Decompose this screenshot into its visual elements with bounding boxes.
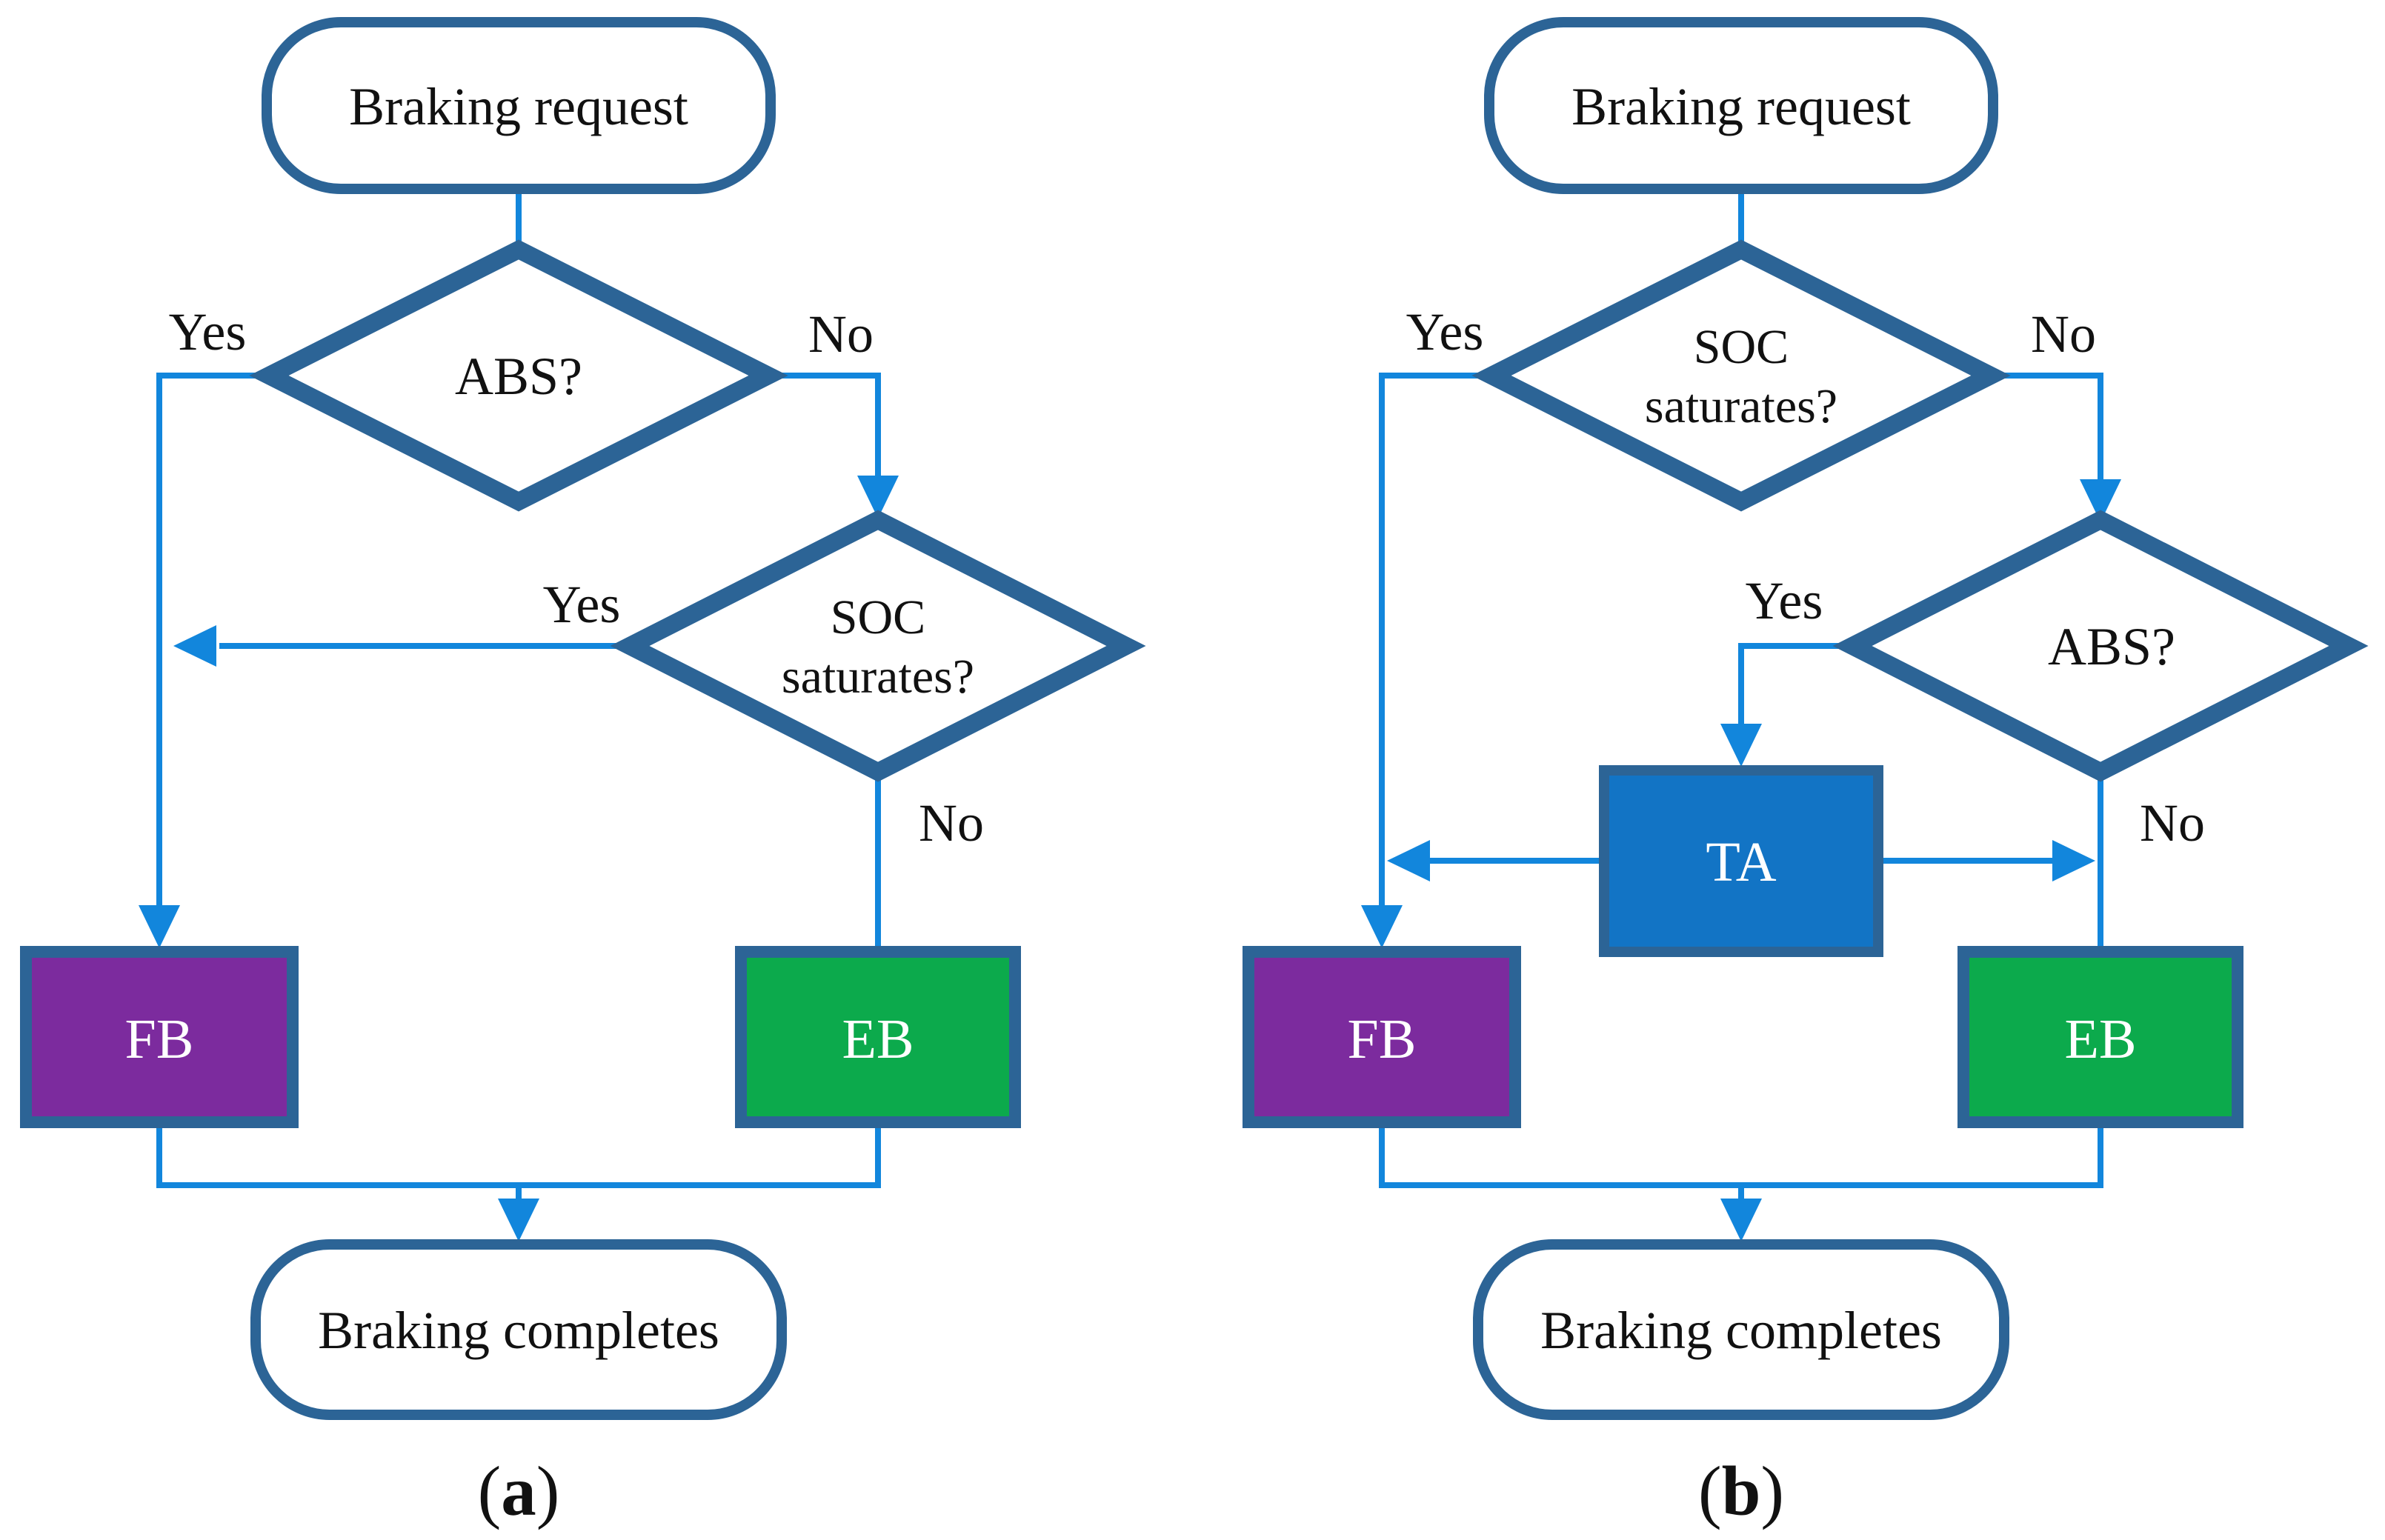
soc-yes-label-b: Yes <box>1406 302 1484 361</box>
abs-no-label-b: No <box>2140 793 2205 853</box>
end-terminator-a <box>250 1239 787 1420</box>
start-label-b: Braking request <box>1571 77 1911 136</box>
soc-no-label-a: No <box>919 793 984 853</box>
soc-no-label-b: No <box>2031 304 2096 364</box>
abs-yes-label-b: Yes <box>1746 571 1823 630</box>
arrowhead-into-fb-b <box>1361 905 1403 948</box>
end-label-b: Braking completes <box>1540 1301 1942 1360</box>
soc-decision-b <box>1471 239 2011 512</box>
ta-label-b: TA <box>1706 831 1776 893</box>
abs-yes-label-a: Yes <box>169 302 247 361</box>
soc-decision-label-line2-a: saturates? <box>782 650 974 704</box>
caption-b: (b) <box>1698 1452 1784 1530</box>
eb-process-b <box>1957 946 2243 1128</box>
caption-open-b: ( <box>1698 1452 1722 1530</box>
soc-decision-label-line2-b: saturates? <box>1645 379 1837 433</box>
soc-decision-a <box>610 510 1146 782</box>
abs-decision-label-a: ABS? <box>455 347 582 406</box>
arrowhead-soc-yes-a <box>173 625 216 667</box>
caption-close-b: ) <box>1760 1452 1784 1530</box>
arrowhead-into-end-a <box>498 1199 539 1241</box>
edge-soc-no-b <box>1991 373 2103 482</box>
arrowhead-ta-right-b <box>2052 840 2095 881</box>
eb-process-a <box>735 946 1021 1128</box>
fb-process-a <box>20 946 299 1128</box>
caption-close-a: ) <box>536 1452 560 1530</box>
eb-label-a: EB <box>842 1008 914 1070</box>
fb-label-b: FB <box>1348 1008 1417 1070</box>
caption-letter-b: b <box>1722 1452 1761 1530</box>
abs-decision-a <box>249 239 788 512</box>
edge-collector-a <box>156 1122 881 1188</box>
abs-decision-b <box>1832 510 2369 782</box>
arrowhead-ta-left-b <box>1387 840 1430 881</box>
start-label-a: Braking request <box>349 77 688 136</box>
arrowhead-into-fb-a <box>139 905 180 948</box>
start-terminator-b <box>1484 17 1998 194</box>
arrowhead-into-ta-b <box>1720 724 1762 767</box>
end-terminator-b <box>1473 1239 2009 1420</box>
caption-open-a: ( <box>478 1452 502 1530</box>
arrowhead-into-end-b <box>1720 1199 1762 1241</box>
edge-collector-b <box>1379 1122 2103 1188</box>
flowchart-b: Braking request SOC saturates? ABS? TA F… <box>1243 17 2369 1530</box>
abs-decision-label-b: ABS? <box>2048 617 2175 676</box>
edge-abs-no-a <box>768 373 881 479</box>
fb-process-b <box>1243 946 1521 1128</box>
flowchart-a: Braking request ABS? SOC saturates? FB E… <box>20 17 1146 1530</box>
end-label-a: Braking completes <box>318 1301 719 1360</box>
arrowhead-into-abs-b <box>2080 479 2121 522</box>
edge-soc-yes-b <box>1379 373 1491 908</box>
edge-abs-yes-b <box>1738 643 1852 727</box>
caption-letter-a: a <box>501 1452 536 1530</box>
ta-process-b <box>1599 765 1883 957</box>
abs-no-label-a: No <box>808 304 874 364</box>
caption-a: (a) <box>478 1452 560 1530</box>
fb-label-a: FB <box>125 1008 194 1070</box>
soc-decision-label-line1-b: SOC <box>1694 320 1789 374</box>
soc-yes-label-a: Yes <box>543 575 621 634</box>
arrowhead-into-soc-a <box>857 476 899 519</box>
soc-decision-label-line1-a: SOC <box>831 590 925 644</box>
start-terminator-a <box>262 17 776 194</box>
eb-label-b: EB <box>2064 1008 2136 1070</box>
edge-abs-yes-a <box>156 373 269 908</box>
